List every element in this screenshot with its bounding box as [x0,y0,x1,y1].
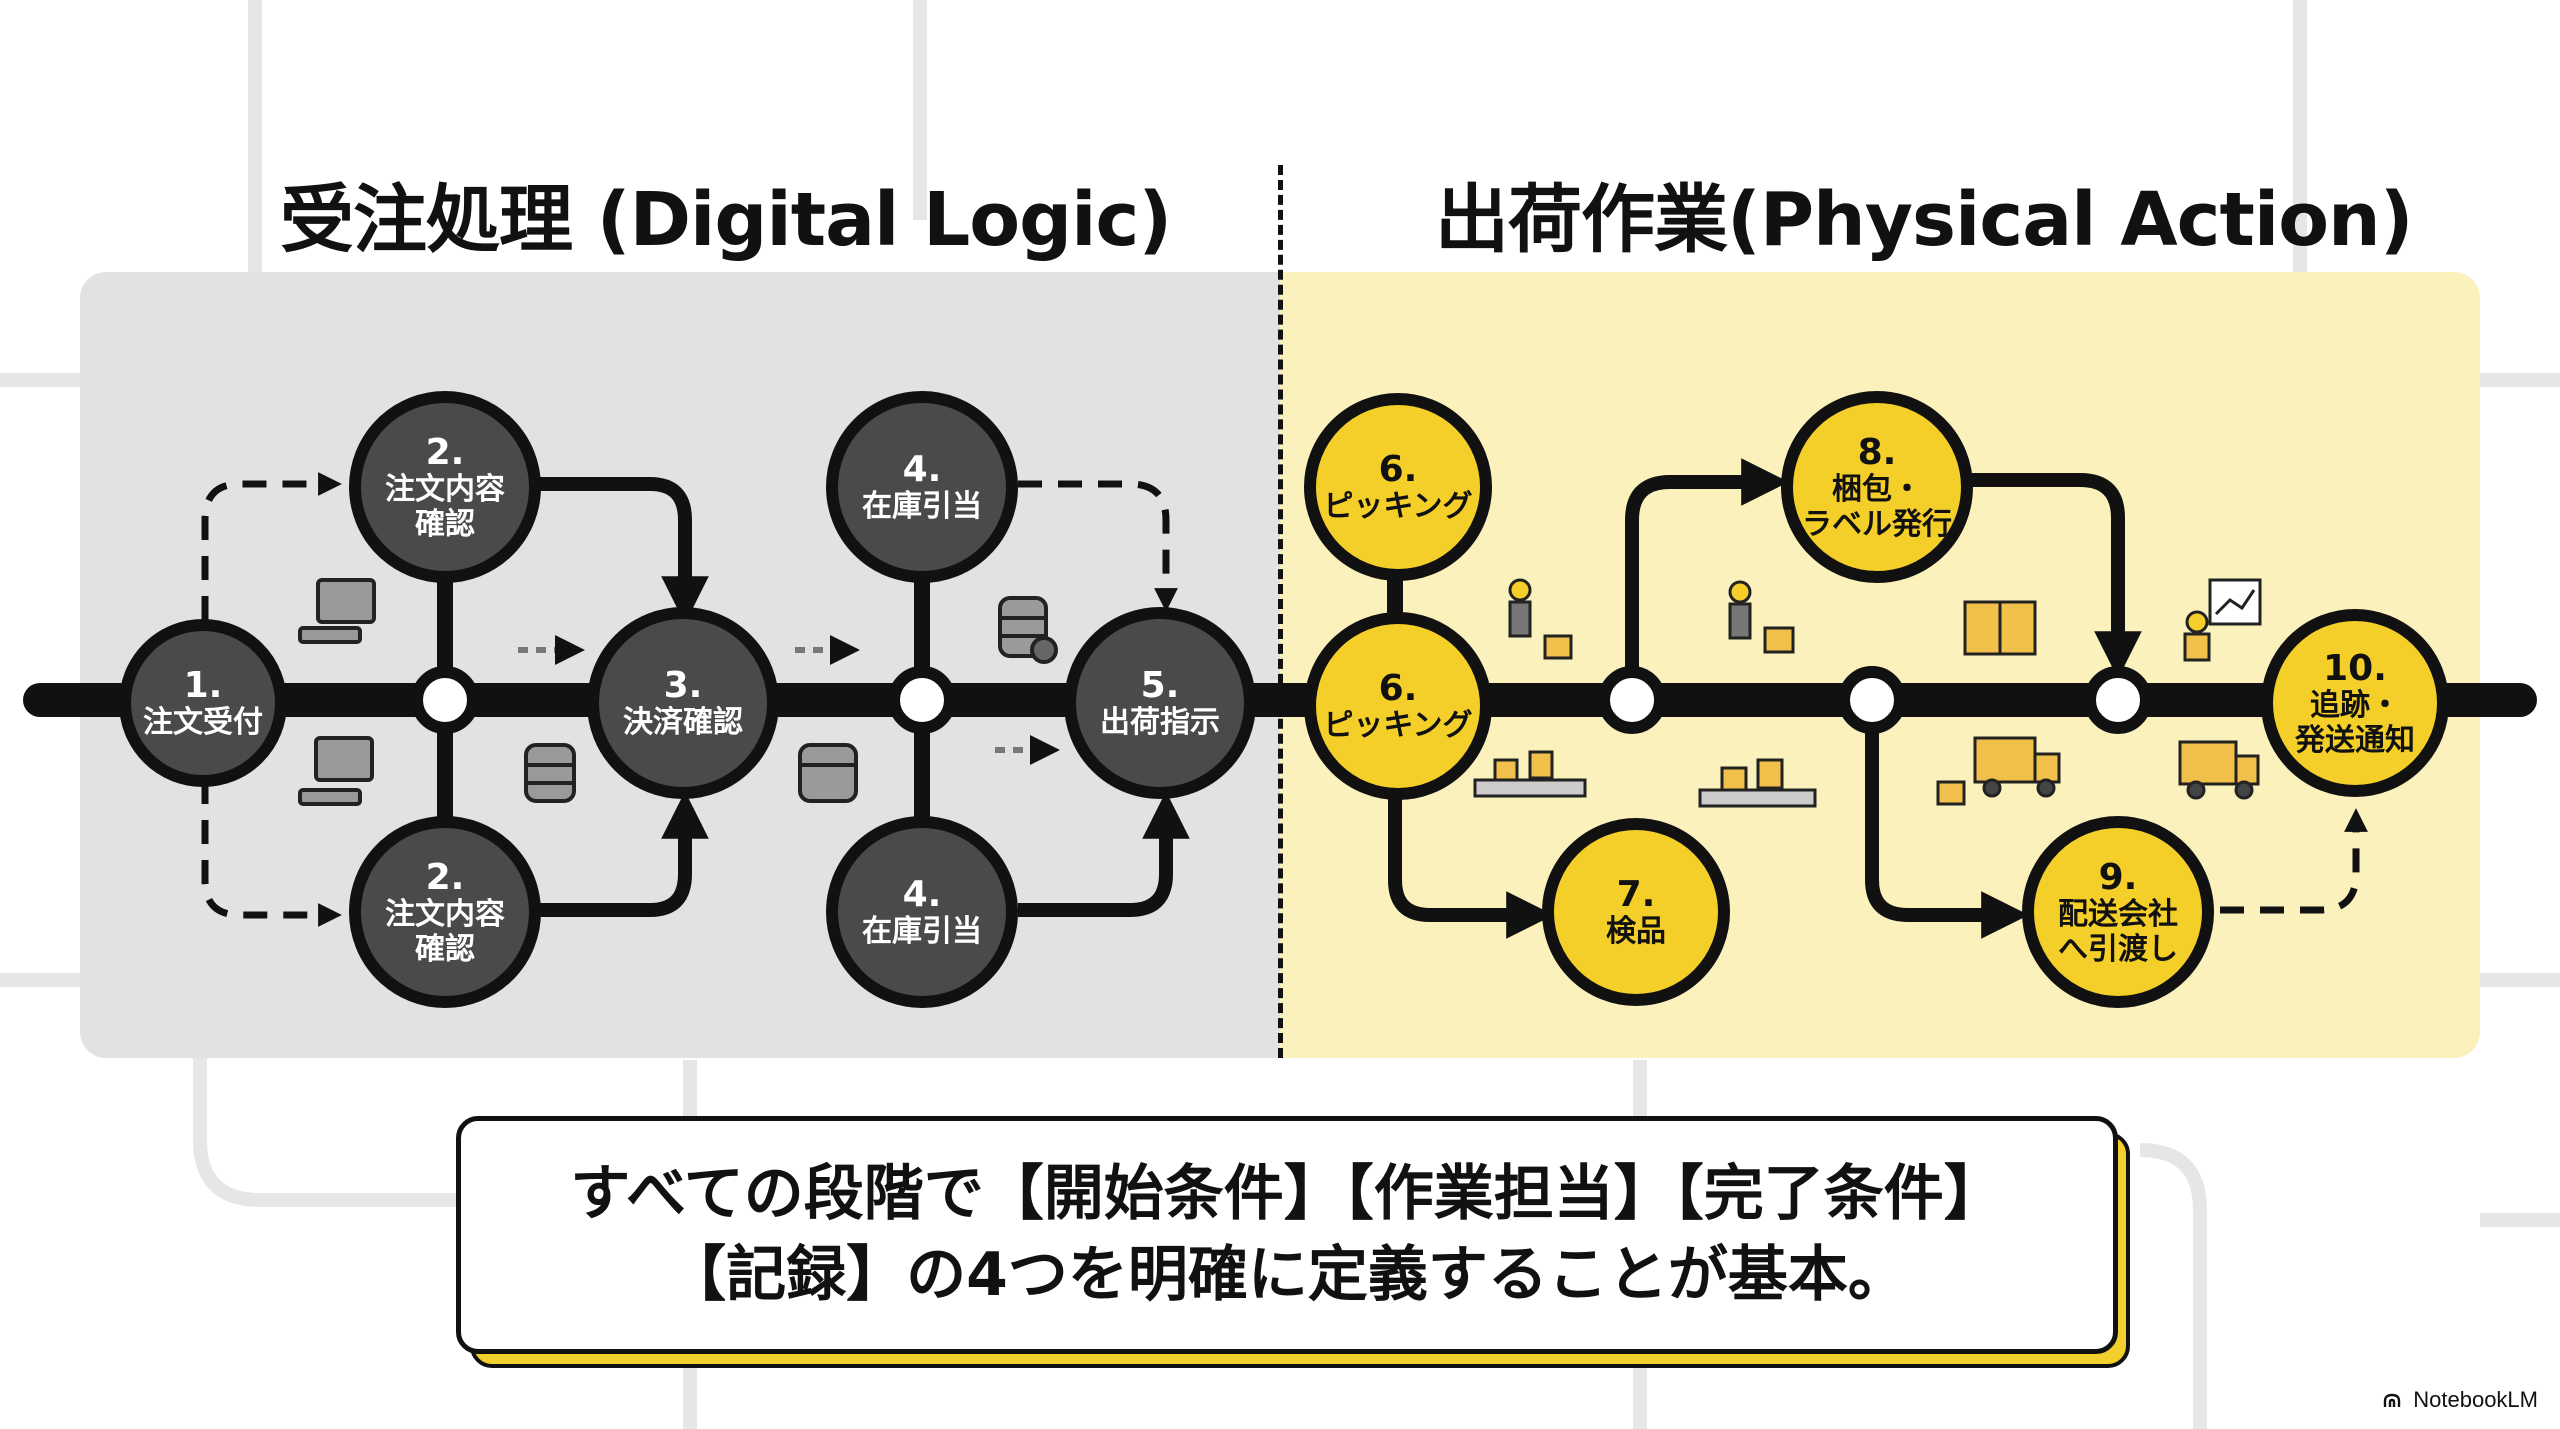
database-icon [524,743,576,803]
node-3-label: 3. 決済確認 [623,665,743,741]
digital-nodes [119,391,1256,1008]
worker-box-icon [1508,578,1573,660]
node-8 [1781,391,1973,583]
solid-arrows [540,458,2142,939]
delivery-truck-icon [2178,740,2260,800]
node-2b [349,816,541,1008]
node-8-label: 8. 梱包・ ラベル発行 [1802,431,1952,542]
conveyor-icon-2 [1698,758,1817,808]
conveyor-icon [1473,750,1587,798]
physical-nodes [1304,391,2449,1008]
node-5-label: 5. 出荷指示 [1100,665,1220,741]
node-4b [826,816,1018,1008]
node-5 [1064,607,1256,799]
node-4b-label: 4. 在庫引当 [862,874,982,950]
node-6a [1304,393,1492,581]
node-9-label: 9. 配送会社 へ引渡し [2058,856,2178,967]
node-2a-label: 2. 注文内容 確認 [385,431,505,542]
callout-line-2: 【記録】の4つを明確に定義することが基本。 [666,1240,1908,1310]
section-divider [1278,165,1283,1058]
node-10 [2261,609,2449,797]
node-7 [1542,818,1730,1006]
node-2b-label: 2. 注文内容 確認 [385,856,505,967]
node-1 [119,619,287,787]
node-4a [826,391,1018,583]
package-icon [1963,600,2037,656]
worker-clipboard-icon [1728,580,1795,654]
truck-icon [1936,736,2061,806]
node-6b-label: 6. ピッキング [1323,668,1473,744]
node-9 [2022,816,2214,1008]
node-7-label: 7. 検品 [1606,874,1666,950]
computer-icon-2 [298,736,374,806]
notebooklm-logo-icon [2384,1393,2401,1407]
junctions [411,666,2152,734]
node-1-label: 1. 注文受付 [143,665,263,741]
heading-digital-logic: 受注処理 (Digital Logic) [280,177,1172,263]
summary-callout: すべての段階で【開始条件】【作業担当】【完了条件】 【記録】の4つを明確に定義す… [456,1116,2118,1354]
dashed-arrows [201,472,2368,927]
database-icon-2 [798,743,858,803]
brand-label: NotebookLM [2413,1387,2538,1412]
heading-physical-action: 出荷作業(Physical Action) [1435,177,2414,263]
node-2a [349,391,541,583]
database-check-icon [998,596,1058,664]
node-3 [587,607,779,799]
tracking-chart-icon [2183,578,2262,662]
notebooklm-brand: NotebookLM [2383,1387,2538,1413]
callout-line-1: すべての段階で【開始条件】【作業担当】【完了条件】 [570,1159,2004,1229]
node-6b [1304,612,1492,800]
node-4a-label: 4. 在庫引当 [862,449,982,525]
mini-arrows [518,635,1060,765]
node-6a-label: 6. ピッキング [1323,449,1473,525]
node-10-label: 10. 追跡・ 発送通知 [2295,647,2415,758]
computer-icon [298,578,376,644]
